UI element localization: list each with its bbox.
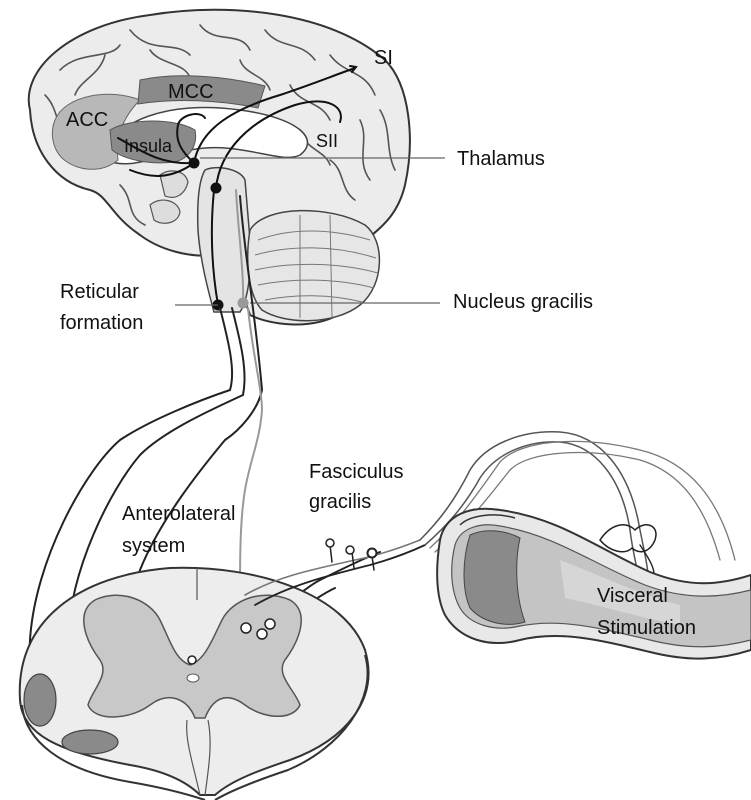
dorsal-horn-neuron-1 — [241, 623, 251, 633]
label-mcc: MCC — [168, 81, 214, 103]
interneuron — [188, 656, 196, 664]
thalamus-dot-lateral — [211, 183, 222, 194]
anterolateral-region-ventral — [62, 730, 118, 754]
ganglion-cell-1 — [326, 539, 334, 547]
anterolateral-region-left — [24, 674, 56, 726]
dorsal-horn-neuron-3 — [265, 619, 275, 629]
thalamus-dot-medial — [189, 158, 200, 169]
label-stimulation: Stimulation — [597, 617, 696, 639]
label-gracilis: gracilis — [309, 491, 371, 513]
label-fasciculus: Fasciculus — [309, 461, 403, 483]
central-canal — [187, 674, 199, 682]
dorsal-horn-neuron-2 — [257, 629, 267, 639]
label-anterolateral: Anterolateral — [122, 503, 235, 525]
label-formation: formation — [60, 312, 143, 334]
viscera — [437, 509, 751, 659]
label-reticular: Reticular — [60, 281, 139, 303]
label-si: SI — [374, 47, 393, 69]
gut-dark-segment — [464, 531, 525, 625]
ganglion-cell-2 — [346, 546, 354, 554]
label-system: system — [122, 535, 185, 557]
label-sii: SII — [316, 131, 338, 151]
brain — [29, 10, 410, 325]
label-thalamus: Thalamus — [457, 148, 545, 170]
label-insula: Insula — [124, 136, 173, 156]
label-acc: ACC — [66, 109, 108, 131]
cerebellum — [248, 211, 380, 321]
nucleus-gracilis-dot — [238, 298, 249, 309]
spinal-cord-section — [20, 568, 369, 800]
ganglion-cell-3 — [368, 549, 377, 558]
label-nucleus-gracilis: Nucleus gracilis — [453, 291, 593, 313]
label-visceral: Visceral — [597, 585, 668, 607]
